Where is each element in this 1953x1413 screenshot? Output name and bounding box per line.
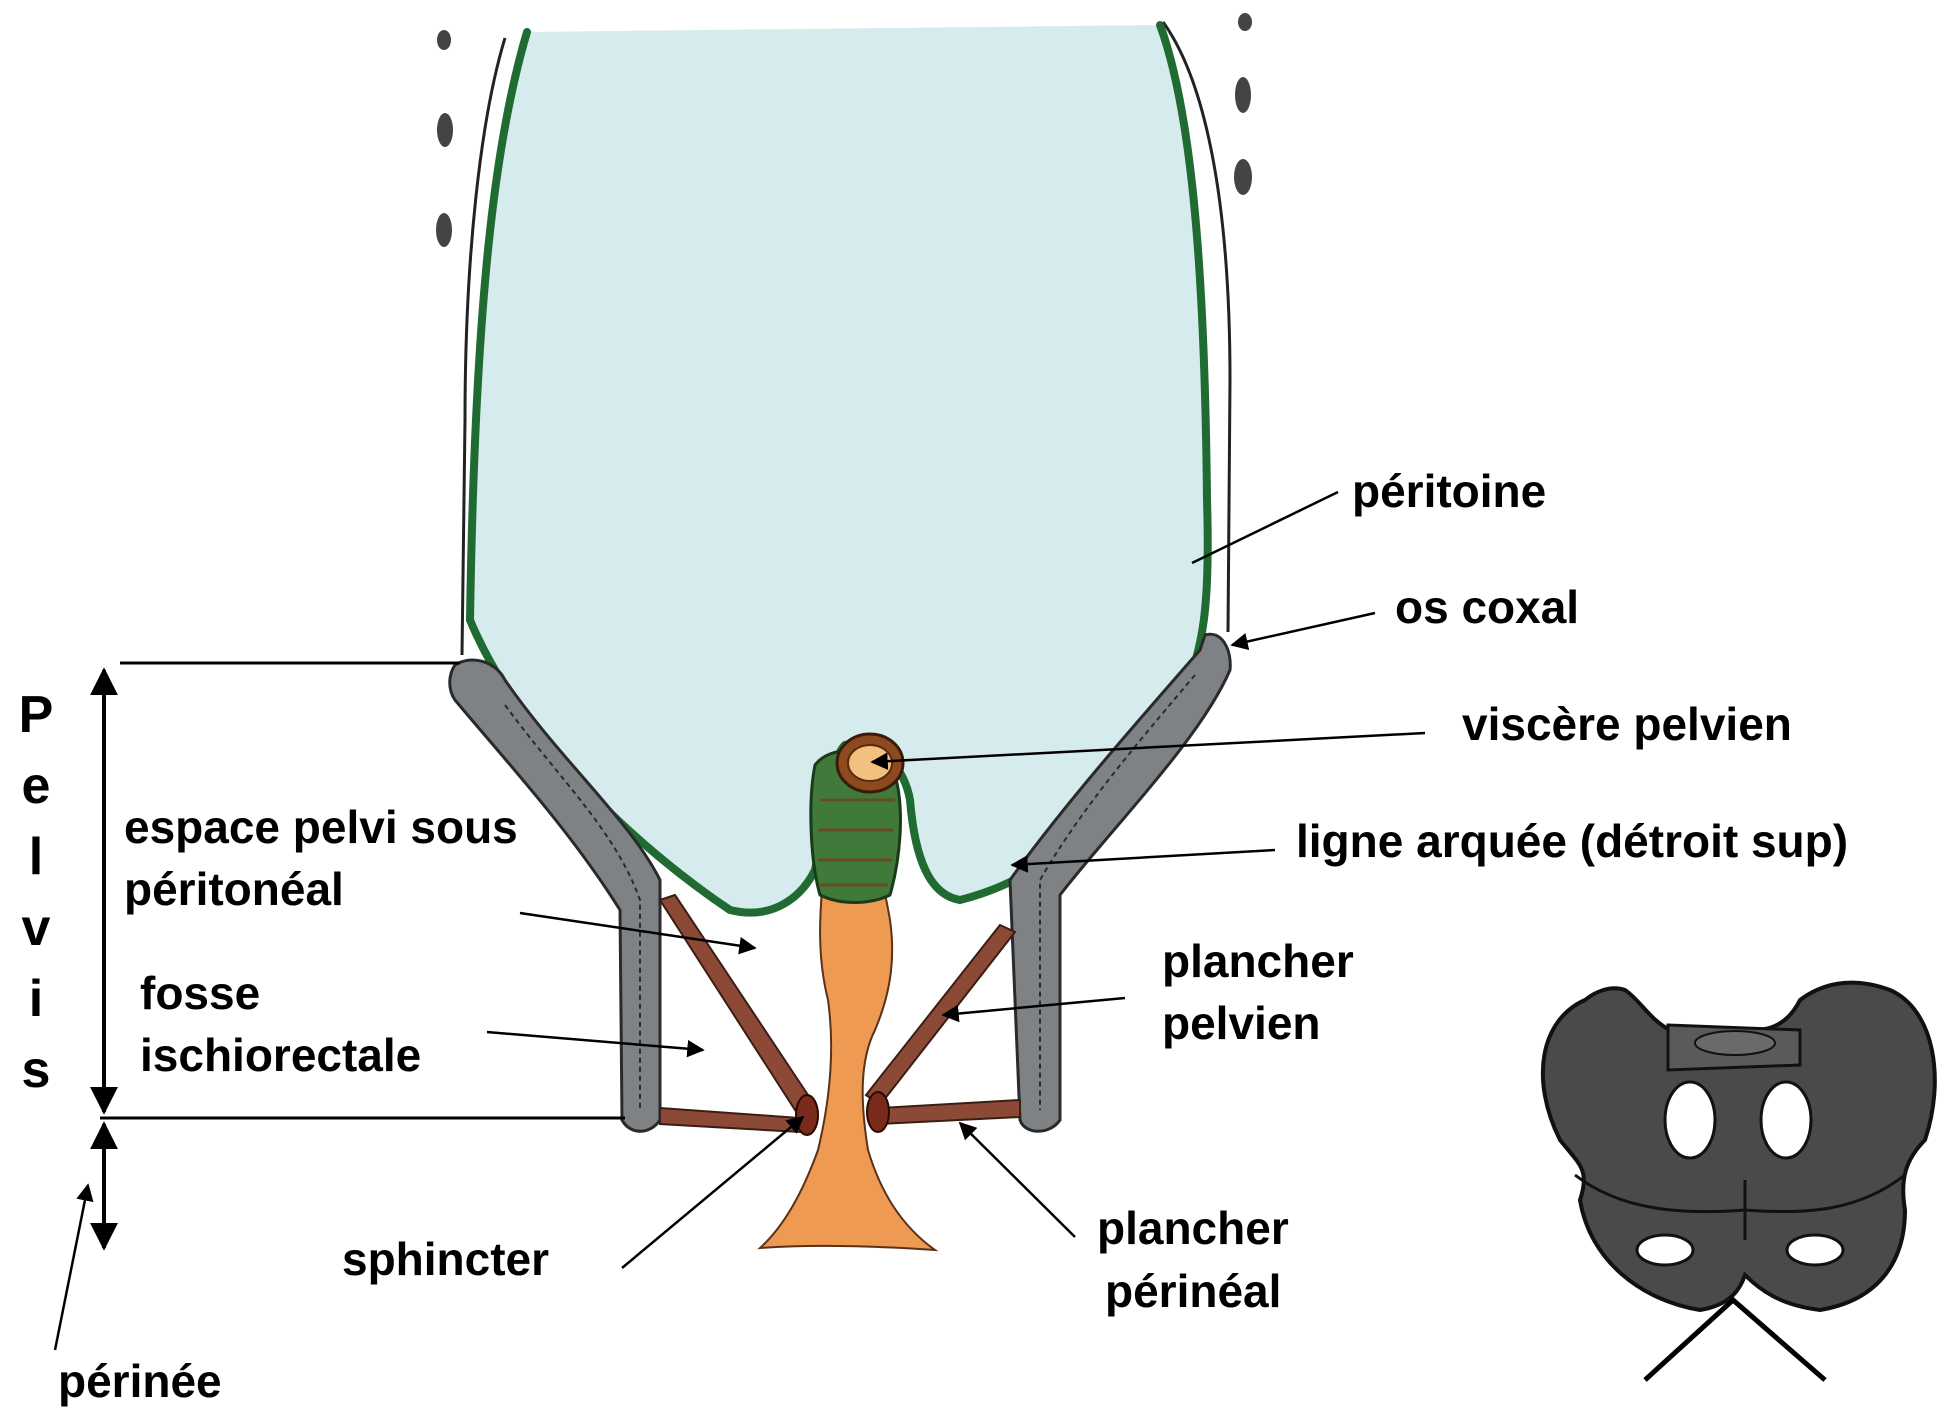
label-plancher-pelvien-line2: pelvien	[1162, 992, 1321, 1054]
wall-dot	[436, 213, 452, 247]
wall-dot	[1234, 159, 1252, 195]
label-plancher-perineal-line2: périnéal	[1105, 1260, 1281, 1322]
fosse-leader	[487, 1032, 703, 1050]
wall-dot	[437, 113, 453, 147]
pelvis-letter: v	[14, 893, 58, 964]
plancher-perineal-leader	[960, 1123, 1075, 1237]
label-pelvis-vertical: P e l v i s	[14, 680, 58, 1106]
label-espace-line2: péritonéal	[124, 858, 344, 920]
label-os-coxal: os coxal	[1395, 576, 1579, 638]
perineal-floor-muscle-right	[880, 1100, 1020, 1124]
wall-dot	[437, 30, 451, 50]
sphincter-right	[867, 1092, 889, 1132]
label-perinee: périnée	[58, 1350, 222, 1412]
label-ligne-arquee: ligne arquée (détroit sup)	[1296, 810, 1848, 872]
pelvis-letter: i	[14, 964, 58, 1035]
label-peritoine: péritoine	[1352, 460, 1546, 522]
label-plancher-perineal-line1: plancher	[1097, 1197, 1289, 1259]
os-coxal-leader	[1232, 613, 1375, 645]
label-sphincter: sphincter	[342, 1228, 549, 1290]
wall-dot	[1235, 77, 1251, 113]
pelvis-letter: s	[14, 1035, 58, 1106]
peritoine-leader	[1192, 492, 1338, 563]
viscus-section-lumen	[848, 745, 892, 781]
pelvis-bone-inset	[1543, 983, 1935, 1380]
label-viscere-pelvien: viscère pelvien	[1462, 693, 1792, 755]
label-fosse-line2: ischiorectale	[140, 1024, 421, 1086]
label-plancher-pelvien-line1: plancher	[1162, 930, 1354, 992]
pelvis-letter: P	[14, 680, 58, 751]
pelvis-letter: e	[14, 751, 58, 822]
perineal-floor-muscle-left	[660, 1108, 800, 1132]
pelvis-letter: l	[14, 822, 58, 893]
sphincter-left	[796, 1095, 818, 1135]
label-fosse-line1: fosse	[140, 962, 260, 1024]
label-espace-line1: espace pelvi sous	[124, 796, 518, 858]
wall-dot	[1238, 13, 1252, 31]
pelvic-floor-muscle-left	[660, 895, 808, 1110]
perinee-leader	[55, 1185, 88, 1350]
